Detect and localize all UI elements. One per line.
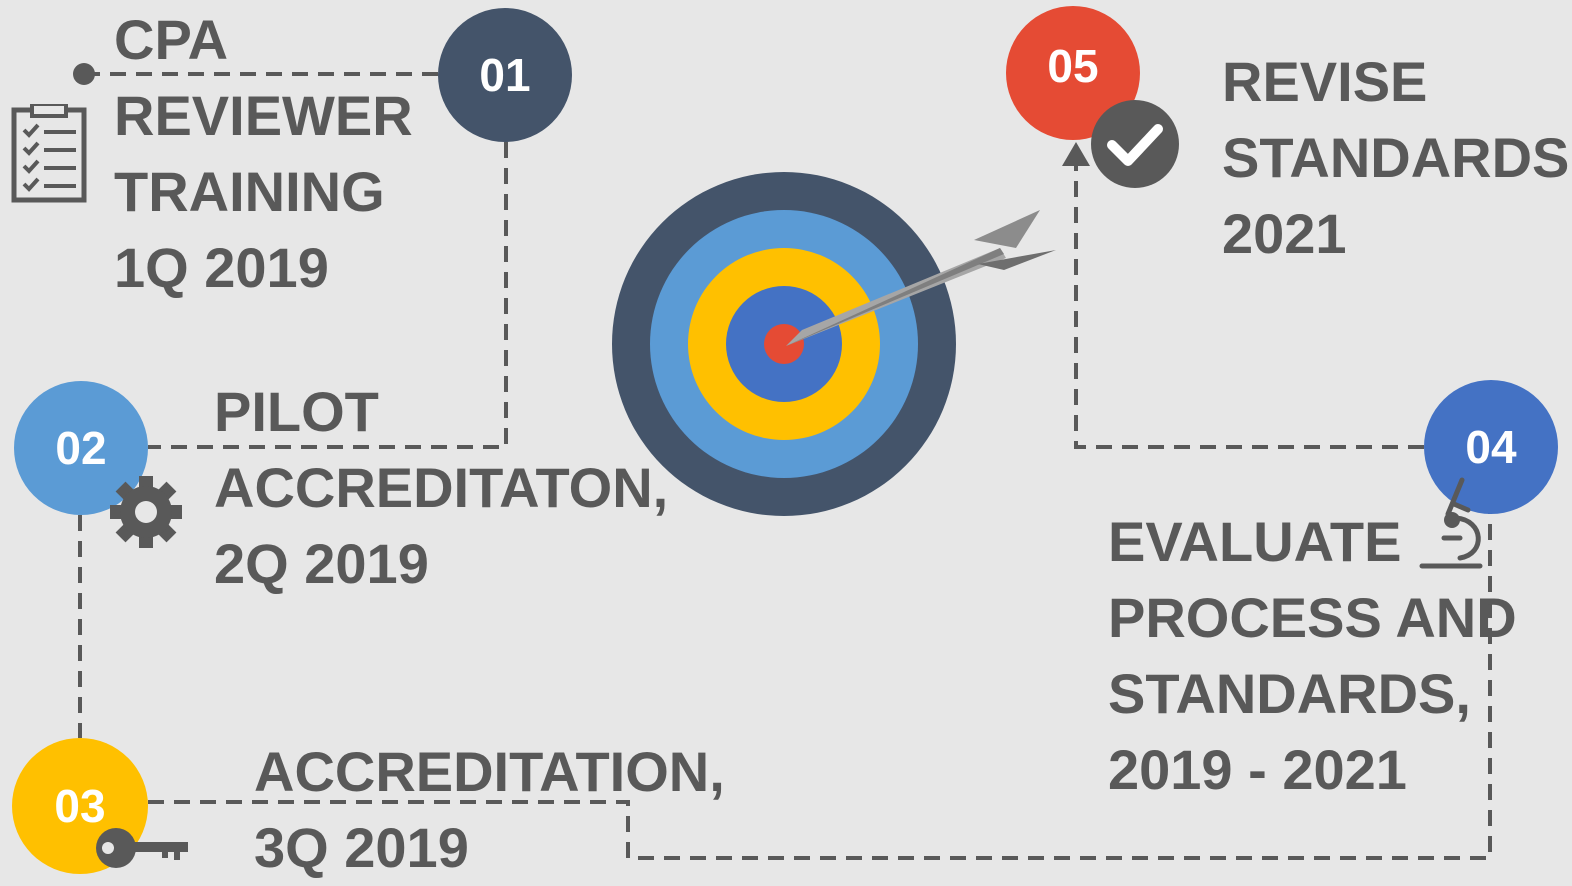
step-01-label: CPA REVIEWER TRAINING 1Q 2019 — [114, 8, 413, 299]
step-03-number: 03 — [54, 780, 106, 832]
connector-03-04 — [148, 512, 1492, 860]
microscope-icon — [1419, 477, 1483, 569]
step-01-circle: 01 — [438, 8, 572, 142]
checkmark-icon — [1091, 100, 1179, 188]
step-02-label: PILOT ACCREDITATON, 2Q 2019 — [214, 380, 669, 595]
arrow-icon — [786, 210, 1056, 346]
step-04-label: EVALUATE PROCESS AND STANDARDS, 2019 - 2… — [1108, 510, 1517, 801]
target-icon — [612, 172, 1056, 516]
step-04-number: 04 — [1465, 421, 1517, 473]
step-05-label: REVISE STANDARDS, 2021 — [1222, 50, 1572, 265]
step-04-circle: 04 — [1424, 380, 1558, 514]
connector-arrowhead — [1062, 142, 1090, 166]
step-02-number: 02 — [55, 422, 107, 474]
step-05-number: 05 — [1047, 40, 1099, 92]
connector-dot — [73, 63, 95, 85]
connector-04-05 — [1074, 160, 1424, 449]
gear-icon — [110, 476, 182, 548]
step-01-number: 01 — [479, 49, 531, 101]
key-icon — [96, 828, 188, 868]
step-03-label: ACCREDITATION, 3Q 2019 — [254, 740, 725, 879]
checklist-icon — [11, 104, 87, 203]
